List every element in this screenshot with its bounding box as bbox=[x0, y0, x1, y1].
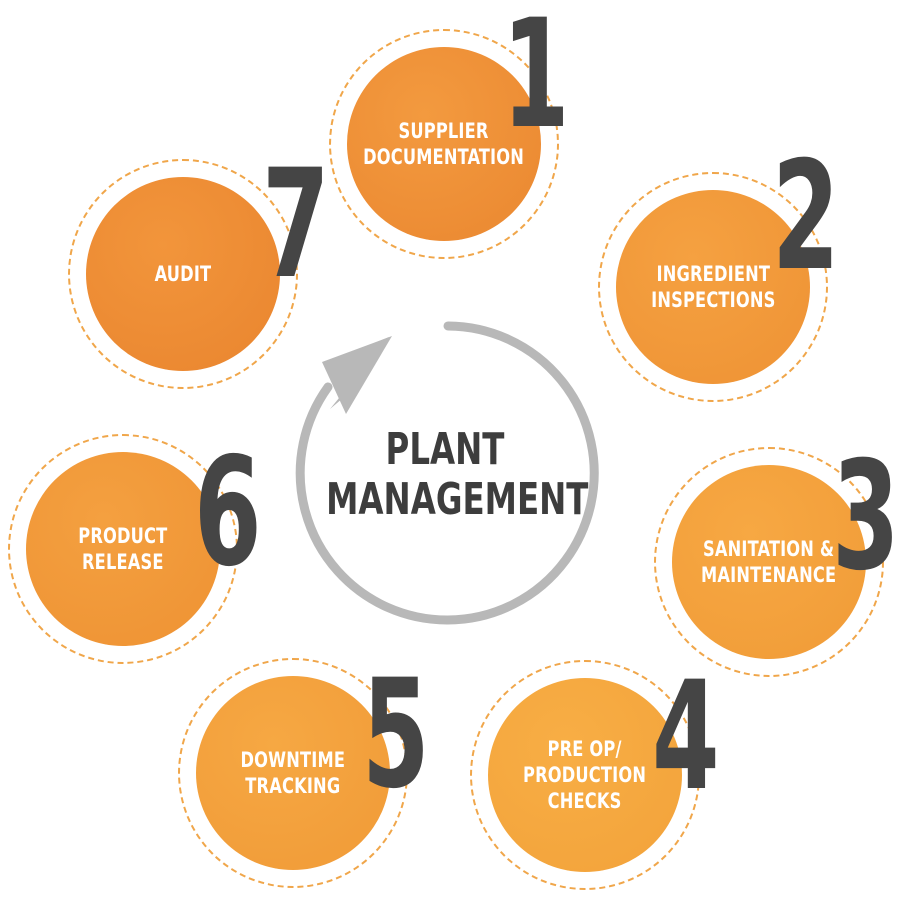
step-2-circle: INGREDIENT INSPECTIONS bbox=[616, 190, 810, 384]
step-5-circle: DOWNTIME TRACKING bbox=[196, 676, 390, 870]
step-7-ring bbox=[68, 159, 298, 389]
step-2-ring bbox=[598, 172, 828, 402]
step-1-circle: SUPPLIER DOCUMENTATION bbox=[347, 47, 541, 241]
step-6-number: 6 bbox=[194, 426, 262, 600]
step-6-label: PRODUCT RELEASE bbox=[78, 524, 168, 574]
step-5-number: 5 bbox=[362, 648, 430, 822]
step-3-number: 3 bbox=[832, 430, 900, 604]
step-1-ring bbox=[329, 29, 559, 259]
step-1-number: 1 bbox=[502, 0, 570, 162]
step-2-number: 2 bbox=[772, 130, 840, 304]
step-3-label: SANITATION & MAINTENANCE bbox=[701, 537, 837, 587]
step-7-number: 7 bbox=[262, 138, 330, 312]
step-5-ring bbox=[178, 658, 408, 888]
step-5-label: DOWNTIME TRACKING bbox=[240, 748, 346, 798]
step-3-circle: SANITATION & MAINTENANCE bbox=[672, 465, 866, 659]
step-6-circle: PRODUCT RELEASE bbox=[26, 452, 220, 646]
step-4-circle: PRE OP/ PRODUCTION CHECKS bbox=[488, 678, 682, 872]
step-7-label: AUDIT bbox=[154, 262, 212, 286]
step-2-label: INGREDIENT INSPECTIONS bbox=[650, 262, 776, 312]
step-1-label: SUPPLIER DOCUMENTATION bbox=[363, 119, 525, 169]
step-6-ring bbox=[8, 434, 238, 664]
step-4-ring bbox=[470, 660, 700, 890]
step-4-number: 4 bbox=[652, 650, 720, 824]
step-7-circle: AUDIT bbox=[86, 177, 280, 371]
center-title: PLANT MANAGEMENT bbox=[326, 424, 589, 525]
step-4-label: PRE OP/ PRODUCTION CHECKS bbox=[523, 737, 647, 813]
step-3-ring bbox=[654, 447, 884, 677]
